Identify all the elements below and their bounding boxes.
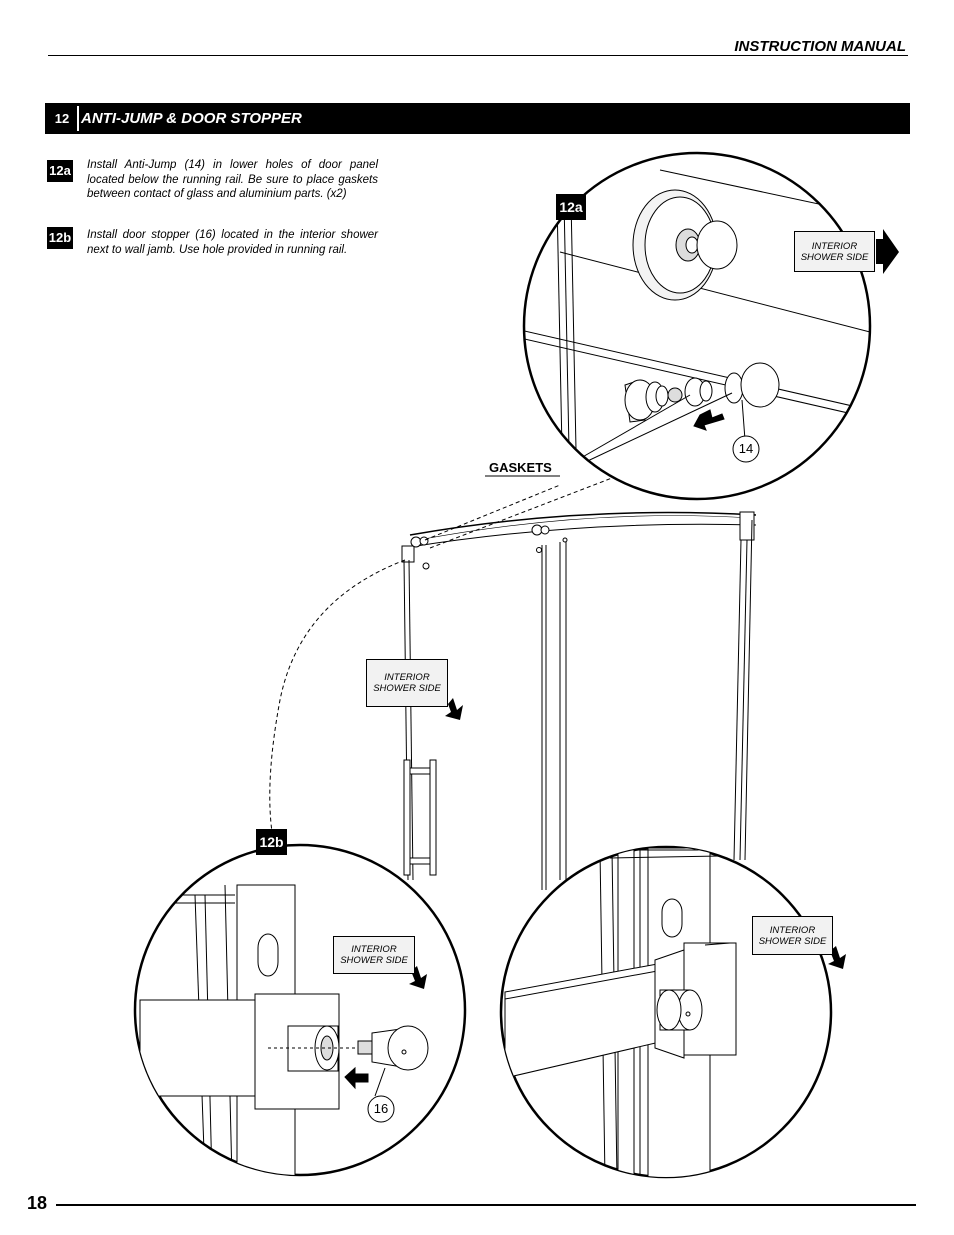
gaskets-label: GASKETS (489, 460, 552, 475)
step-text-12b: Install door stopper (16) located in the… (87, 229, 378, 256)
section-title: ANTI-JUMP & DOOR STOPPER (81, 110, 302, 127)
interior-label-line2: SHOWER SIDE (758, 935, 827, 947)
interior-label-line2: SHOWER SIDE (373, 683, 441, 694)
interior-label-line1: INTERIOR (384, 672, 430, 683)
part-number-14: 14 (738, 441, 754, 456)
shower-enclosure-drawing (401, 511, 757, 890)
detail-circle-installed (499, 845, 846, 1179)
interior-label-line2: SHOWER SIDE (800, 251, 869, 263)
detail-connector-lines (269, 477, 613, 833)
section-header: 12 ANTI-JUMP & DOOR STOPPER (45, 103, 910, 134)
header-rule (48, 55, 908, 56)
interior-label-line1: INTERIOR (769, 924, 816, 936)
detail-circle-12a (485, 151, 899, 501)
callout-12b: 12b (256, 829, 287, 855)
interior-arrow-middle (445, 698, 463, 720)
step-text-12a: Install Anti-Jump (14) in lower holes of… (87, 159, 378, 200)
interior-label-line1: INTERIOR (351, 944, 397, 955)
callout-12a: 12a (556, 194, 586, 220)
manual-title: INSTRUCTION MANUAL (734, 38, 906, 55)
interior-label-line2: SHOWER SIDE (340, 955, 408, 966)
page-number: 18 (27, 1193, 48, 1213)
footer-rule (56, 1204, 916, 1206)
part-number-16: 16 (373, 1101, 389, 1116)
step-tag-12a: 12a (47, 160, 73, 182)
step-tag-12b: 12b (47, 227, 73, 249)
interior-label-line1: INTERIOR (811, 240, 858, 252)
detail-circle-12b (133, 843, 467, 1177)
section-number: 12 (49, 106, 79, 131)
